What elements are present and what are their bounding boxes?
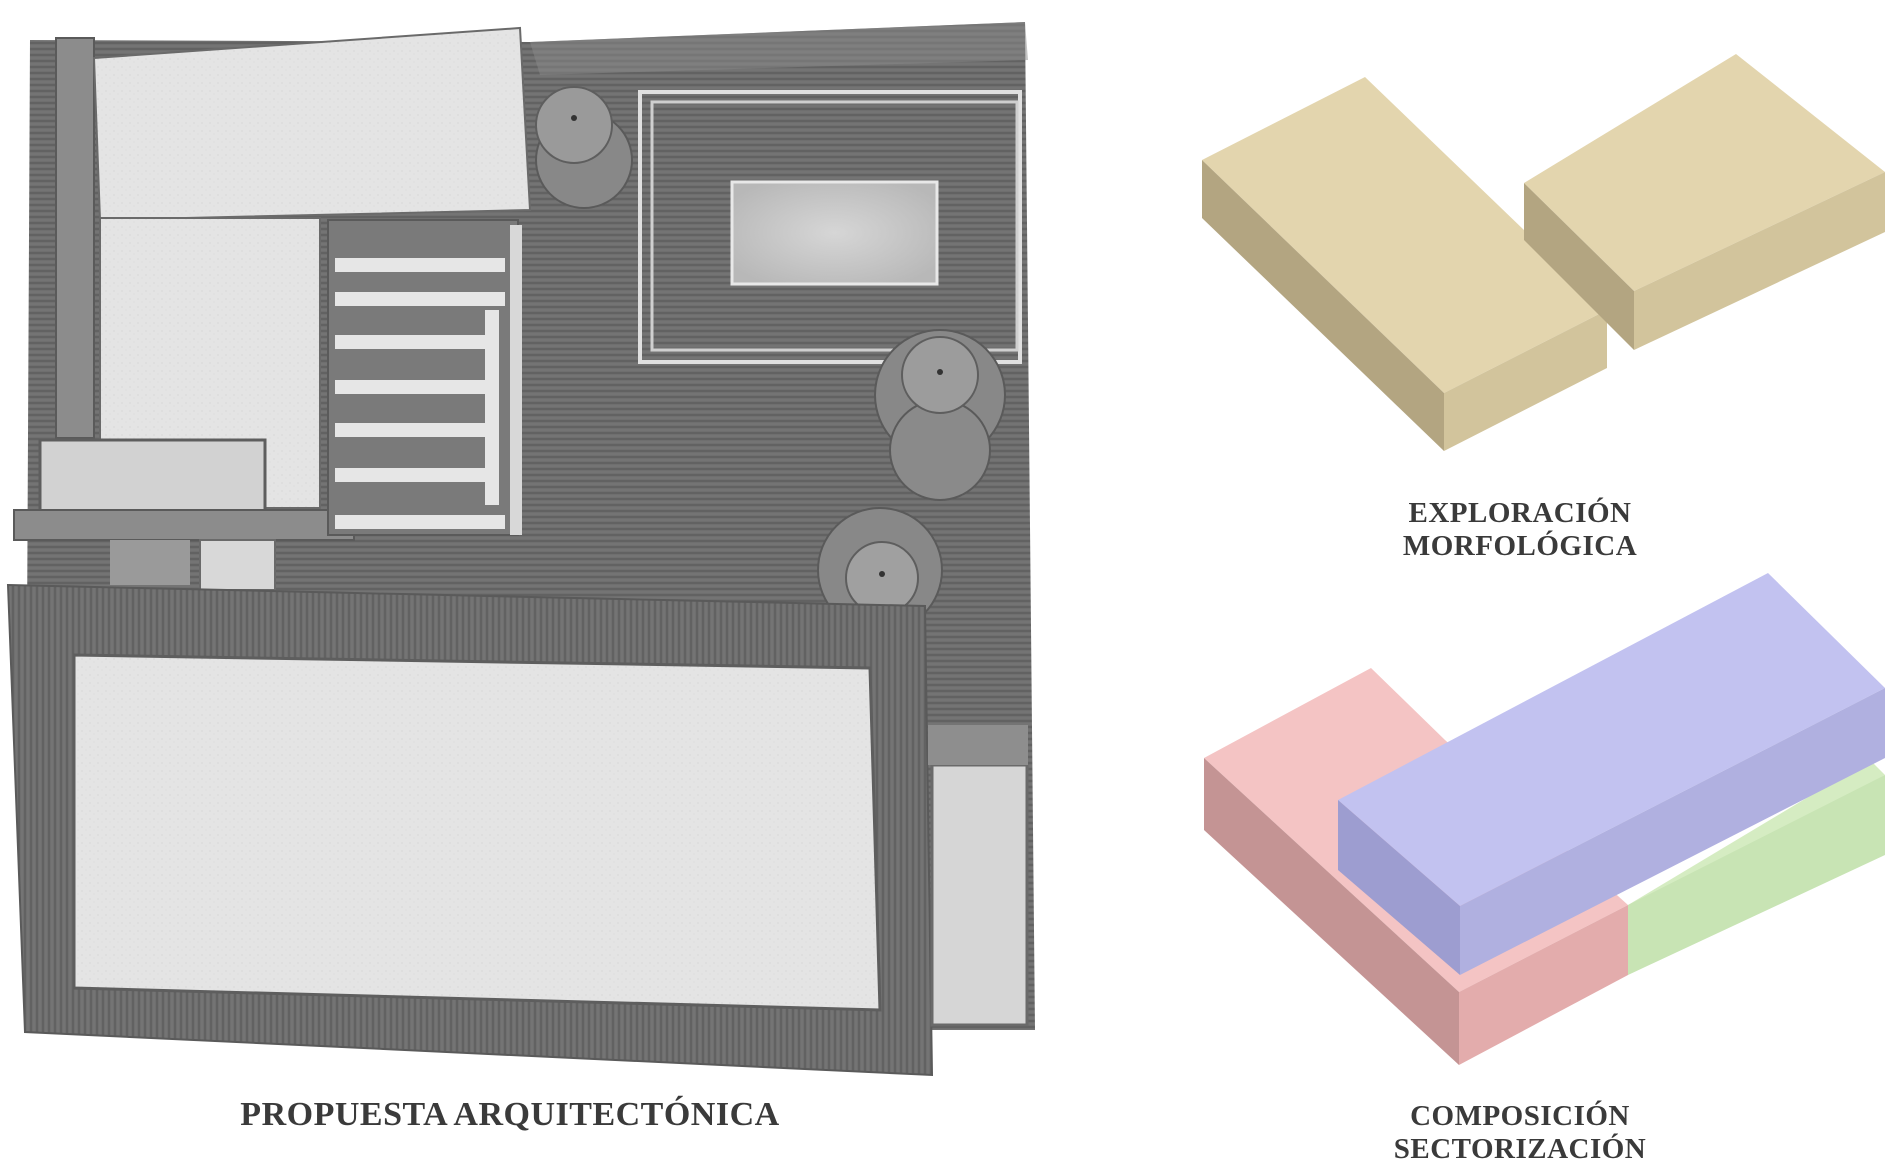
volume-b-left — [1524, 183, 1634, 350]
tree-right — [874, 329, 1006, 501]
courtyard — [638, 90, 1022, 364]
volume-blue-top — [1338, 573, 1885, 906]
tree-lower — [817, 507, 943, 633]
right-annex — [928, 725, 1029, 1027]
caption-architectural-proposal: PROPUESTA ARQUITECTÓNICA — [150, 1095, 870, 1134]
tree-top — [535, 86, 633, 209]
volume-block-a — [1202, 77, 1607, 451]
composition-diagram — [1204, 573, 1885, 1065]
lower-main-block — [6, 583, 934, 1077]
volume-pink-left — [1204, 758, 1459, 1065]
caption-morphological-exploration: EXPLORACIÓN MORFOLÓGICA — [1320, 497, 1720, 564]
exploration-diagram — [1202, 54, 1885, 451]
volume-b-top — [1524, 54, 1885, 291]
volume-pink-right — [1459, 905, 1628, 1065]
caption-line: MORFOLÓGICA — [1402, 530, 1638, 563]
slatted-stair-block — [327, 219, 522, 536]
volume-a-left — [1202, 160, 1444, 451]
upper-left-block — [13, 26, 532, 591]
volume-green — [1628, 760, 1885, 975]
architectural-model — [6, 22, 1035, 1077]
caption-line: EXPLORACIÓN — [1408, 497, 1632, 529]
caption-line: PROPUESTA ARQUITECTÓNICA — [240, 1096, 780, 1133]
caption-composition-sectorization: COMPOSICIÓN SECTORIZACIÓN — [1320, 1100, 1720, 1167]
volume-a-right — [1444, 310, 1607, 451]
volume-blue-right — [1460, 688, 1885, 975]
volume-green-right — [1628, 775, 1885, 975]
model-base-shadow — [530, 22, 1028, 75]
volume-a-top — [1202, 77, 1607, 393]
caption-line: SECTORIZACIÓN — [1393, 1133, 1647, 1166]
volume-blue — [1338, 573, 1885, 975]
volume-b-right — [1634, 172, 1885, 350]
volume-block-b — [1524, 54, 1885, 350]
volume-blue-left — [1338, 800, 1460, 975]
tree-models — [535, 86, 1006, 633]
caption-line: COMPOSICIÓN — [1410, 1100, 1630, 1132]
